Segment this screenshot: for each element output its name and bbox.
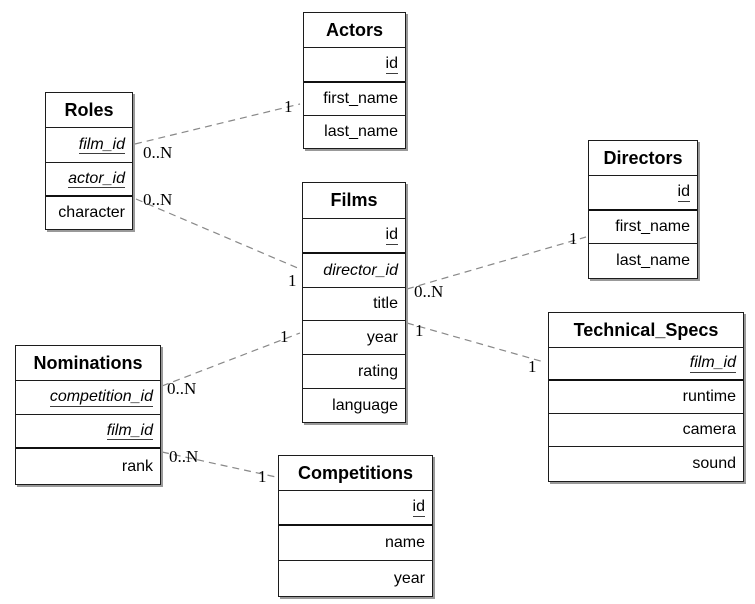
column-label: rating (357, 362, 398, 380)
column-label: year (366, 328, 398, 346)
relationship-roles-films: 0..N 1 (135, 190, 301, 290)
column-row: year (303, 321, 405, 355)
cardinality-label: 0..N (167, 379, 196, 398)
column-label: id (412, 498, 425, 517)
column-label: first_name (615, 218, 690, 235)
column-label: film_id (78, 135, 125, 155)
entity-header: Films (303, 183, 405, 219)
entity-header: Nominations (16, 346, 160, 381)
column-row: year (279, 561, 432, 596)
relationship-line (161, 451, 277, 478)
cardinality-label: 0..N (143, 190, 172, 209)
column-label: last_name (324, 123, 398, 140)
column-label: sound (692, 455, 736, 472)
column-label: language (332, 396, 398, 414)
column-row: rating (303, 355, 405, 389)
cardinality-label: 1 (280, 327, 289, 346)
column-row: name (279, 526, 432, 561)
entity-technical-specs[interactable]: Technical_Specs film_id runtime camera s… (548, 312, 744, 482)
column-row: first_name (589, 211, 697, 244)
column-row: id (303, 219, 405, 254)
column-row: last_name (589, 244, 697, 278)
entity-header: Competitions (279, 456, 432, 491)
column-label: film_id (106, 421, 153, 441)
column-label: id (385, 226, 398, 245)
column-row: language (303, 389, 405, 422)
column-row: first_name (304, 83, 405, 116)
entity-competitions[interactable]: Competitions id name year (278, 455, 433, 597)
cardinality-label: 1 (569, 229, 578, 248)
column-row: film_id (46, 128, 132, 163)
entity-roles[interactable]: Roles film_id actor_id character (45, 92, 133, 230)
entity-header: Technical_Specs (549, 313, 743, 348)
relationship-nominations-competitions: 0..N 1 (161, 447, 277, 486)
column-row: director_id (303, 254, 405, 288)
relationship-line (406, 322, 545, 363)
column-row: sound (549, 447, 743, 481)
column-label: actor_id (68, 169, 125, 189)
column-row: id (279, 491, 432, 526)
column-row: character (46, 197, 132, 229)
column-label: camera (682, 421, 736, 438)
column-label: runtime (682, 388, 736, 405)
entity-header: Directors (589, 141, 697, 176)
column-label: last_name (616, 252, 690, 269)
cardinality-label: 1 (284, 97, 293, 116)
cardinality-label: 1 (415, 321, 424, 340)
cardinality-label: 1 (258, 467, 267, 486)
entity-actors[interactable]: Actors id first_name last_name (303, 12, 406, 149)
column-label: competition_id (49, 388, 153, 407)
column-label: id (677, 183, 690, 202)
entity-nominations[interactable]: Nominations competition_id film_id rank (15, 345, 161, 485)
column-label: rank (121, 457, 153, 475)
column-label: title (373, 295, 398, 312)
column-label: character (58, 204, 125, 221)
column-row: film_id (16, 415, 160, 449)
column-row: camera (549, 414, 743, 447)
entity-directors[interactable]: Directors id first_name last_name (588, 140, 698, 279)
relationship-roles-actors: 0..N 1 (134, 97, 301, 162)
entity-header: Roles (46, 93, 132, 128)
relationship-line (161, 332, 301, 387)
column-label: director_id (323, 261, 398, 279)
column-label: first_name (323, 90, 398, 107)
column-row: actor_id (46, 163, 132, 197)
entity-header: Actors (304, 13, 405, 48)
relationship-nominations-films: 0..N 1 (161, 327, 301, 398)
column-row: runtime (549, 381, 743, 414)
column-row: competition_id (16, 381, 160, 415)
cardinality-label: 0..N (143, 143, 172, 162)
relationship-line (135, 198, 301, 270)
column-row: title (303, 288, 405, 321)
cardinality-label: 1 (288, 271, 297, 290)
column-row: last_name (304, 116, 405, 148)
column-row: film_id (549, 348, 743, 381)
column-label: id (385, 55, 398, 74)
column-label: name (384, 534, 425, 551)
entity-films[interactable]: Films id director_id title year rating l… (302, 182, 406, 423)
cardinality-label: 0..N (414, 282, 443, 301)
column-row: id (304, 48, 405, 83)
relationship-films-technical-specs: 1 1 (406, 321, 545, 376)
relationship-films-directors: 0..N 1 (406, 229, 587, 301)
column-label: film_id (689, 354, 736, 373)
cardinality-label: 0..N (169, 447, 198, 466)
column-label: year (393, 569, 425, 587)
cardinality-label: 1 (528, 357, 537, 376)
column-row: rank (16, 449, 160, 484)
relationship-line (134, 103, 301, 145)
column-row: id (589, 176, 697, 211)
